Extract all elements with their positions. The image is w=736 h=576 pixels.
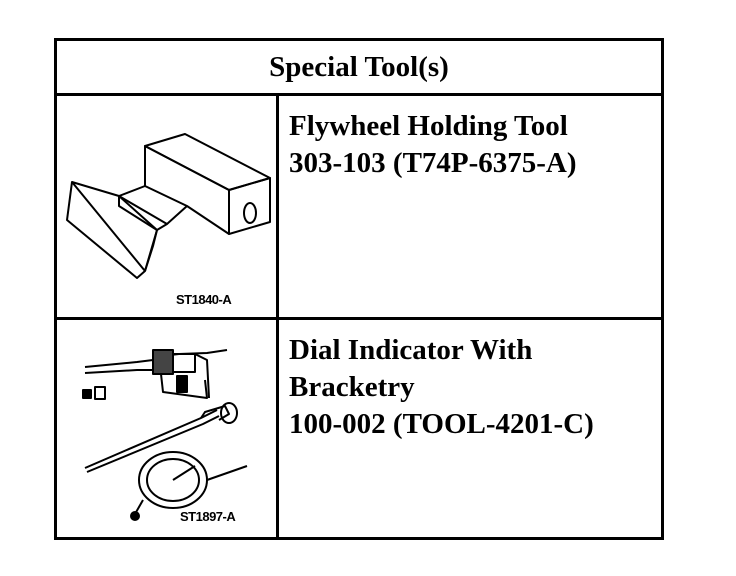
tool-number: 303-103 (T74P-6375-A) bbox=[289, 147, 577, 179]
tool-image-cell: ST1897-A bbox=[57, 320, 279, 537]
special-tools-table: Special Tool(s) bbox=[54, 38, 664, 540]
tool-name: Flywheel Holding Tool bbox=[289, 110, 568, 142]
tool-name: Dial Indicator With bbox=[289, 334, 533, 366]
tool-image-cell: ST1840-A bbox=[57, 96, 279, 317]
tool-number: 100-002 (TOOL-4201-C) bbox=[289, 408, 594, 440]
table-header: Special Tool(s) bbox=[57, 41, 661, 96]
table-row: ST1897-A Dial Indicator With Bracketry 1… bbox=[57, 320, 661, 537]
dial-indicator-bracketry-icon bbox=[82, 349, 248, 521]
table-row: ST1840-A Flywheel Holding Tool 303-103 (… bbox=[57, 96, 661, 320]
flywheel-holding-tool-icon bbox=[66, 133, 271, 279]
tool-name-continued: Bracketry bbox=[289, 371, 415, 403]
tool-image-code: ST1897-A bbox=[180, 509, 236, 524]
tool-image-code: ST1840-A bbox=[176, 292, 232, 307]
tool-description: Dial Indicator With Bracketry 100-002 (T… bbox=[279, 320, 661, 537]
tool-description: Flywheel Holding Tool 303-103 (T74P-6375… bbox=[279, 96, 661, 317]
